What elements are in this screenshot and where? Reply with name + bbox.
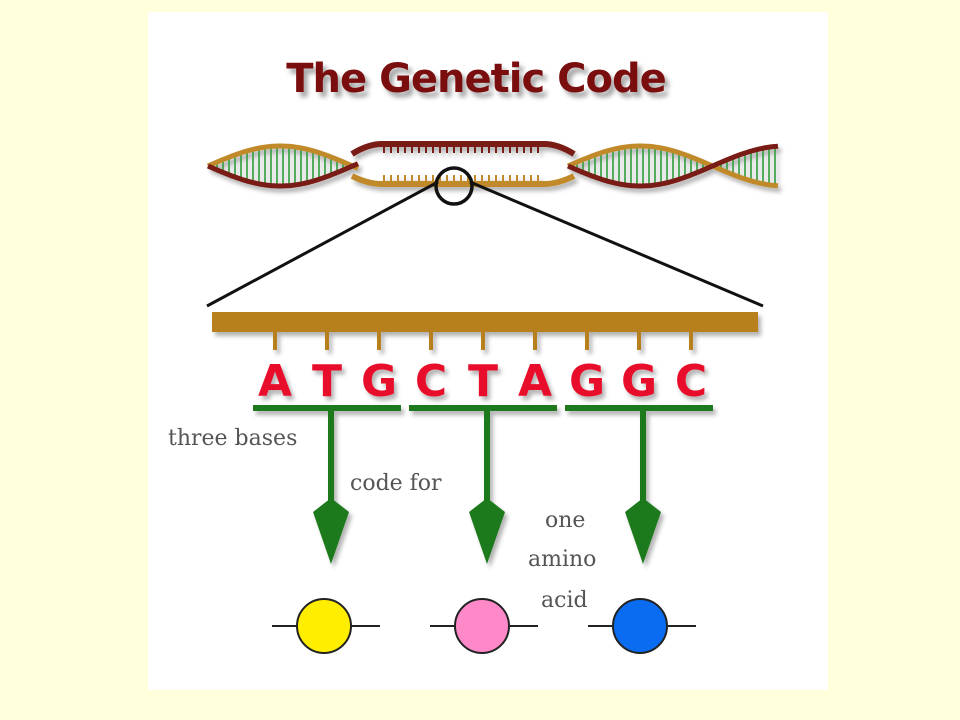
base-peg — [273, 332, 277, 350]
codon-arrow-shaft — [484, 411, 490, 521]
codon-arrow-head — [313, 498, 349, 564]
base-letter-c: C — [415, 356, 447, 407]
helix-strand-dark-left — [206, 161, 360, 189]
codon-arrow-shaft — [640, 411, 646, 521]
unwound-strand-bottom — [350, 173, 576, 187]
zoom-magnifier — [206, 166, 764, 308]
base-pegs — [273, 332, 693, 350]
helix-strand-light-left — [206, 143, 360, 171]
base-peg — [533, 332, 537, 350]
zoom-line-left — [206, 180, 439, 308]
diagram-panel — [148, 12, 828, 690]
base-peg — [637, 332, 641, 350]
dna-strand-backbone — [212, 312, 758, 350]
base-letter-g: G — [361, 356, 397, 407]
amino-acid-circle — [296, 598, 352, 654]
base-peg — [377, 332, 381, 350]
amino-acid-chain — [272, 598, 696, 654]
backbone-bar — [212, 312, 758, 332]
helix-strand-light-right — [566, 143, 779, 189]
caption-three-bases: three bases — [168, 426, 297, 451]
base-letter-c: C — [675, 356, 707, 407]
base-peg — [429, 332, 433, 350]
codon-arrow-head — [469, 498, 505, 564]
dna-double-helix — [206, 141, 779, 189]
base-letter-a: A — [518, 356, 552, 407]
caption-code-for: code for — [350, 471, 442, 496]
base-peg — [325, 332, 329, 350]
codon-bracket — [409, 405, 557, 411]
amino-acid-circle — [454, 598, 510, 654]
codon-bracket — [565, 405, 713, 411]
base-letter-t: T — [312, 356, 342, 407]
magnifier-circle — [434, 166, 474, 206]
base-letter-g: G — [621, 356, 657, 407]
codon-arrow-head — [625, 498, 661, 564]
codon-groups — [253, 405, 713, 564]
base-letter-t: T — [468, 356, 498, 407]
caption-one: one — [545, 508, 585, 533]
base-letter-g: G — [569, 356, 605, 407]
caption-amino: amino — [528, 547, 596, 572]
zoom-line-right — [469, 180, 764, 308]
amino-acid-circle — [612, 598, 668, 654]
diagram-title: The Genetic Code — [286, 56, 665, 102]
unwound-strand-top — [350, 141, 576, 157]
helix-strand-dark-right — [566, 143, 779, 189]
base-peg — [481, 332, 485, 350]
caption-acid: acid — [541, 588, 588, 613]
codon-bracket — [253, 405, 401, 411]
base-letter-a: A — [258, 356, 292, 407]
base-peg — [585, 332, 589, 350]
base-peg — [689, 332, 693, 350]
codon-arrow-shaft — [328, 411, 334, 521]
